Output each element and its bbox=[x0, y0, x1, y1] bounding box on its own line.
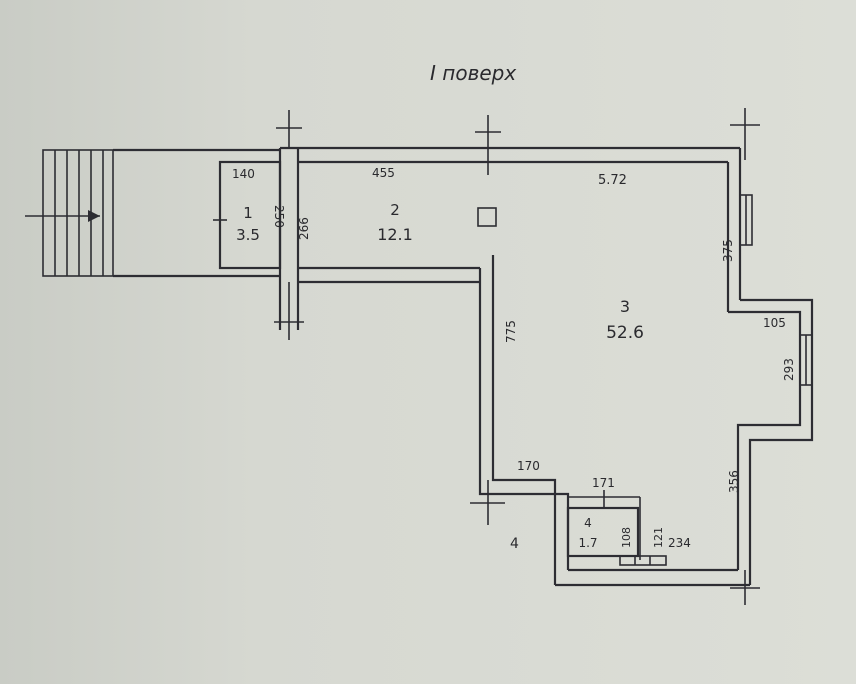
room-3-number: 3 bbox=[620, 297, 630, 316]
entrance-marker-label: 4 bbox=[510, 536, 519, 552]
column-square bbox=[477, 207, 497, 227]
dim-375: 375 bbox=[721, 239, 735, 262]
floor-title: I поверх bbox=[430, 61, 516, 85]
dim-121: 121 bbox=[652, 527, 665, 548]
dim-572: 5.72 bbox=[598, 173, 627, 188]
dim-775: 775 bbox=[504, 320, 518, 343]
room-1-number: 1 bbox=[243, 204, 253, 222]
dim-105: 105 bbox=[763, 316, 786, 330]
dim-170: 170 bbox=[517, 459, 540, 473]
room-3-area: 52.6 bbox=[606, 323, 644, 343]
dim-108: 108 bbox=[620, 527, 633, 548]
axis-marks bbox=[274, 108, 760, 605]
staircase bbox=[25, 149, 114, 277]
dim-171: 171 bbox=[592, 476, 615, 490]
room-1-area: 3.5 bbox=[236, 226, 260, 244]
room-2-number: 2 bbox=[390, 201, 400, 219]
room-2-area: 12.1 bbox=[377, 225, 413, 244]
entrance-corridor bbox=[113, 148, 280, 278]
room-4-box bbox=[566, 490, 641, 560]
room-4-area: 1.7 bbox=[578, 536, 597, 550]
dim-266: 266 bbox=[297, 217, 311, 240]
dim-234: 234 bbox=[668, 536, 691, 550]
room-4-number: 4 bbox=[584, 516, 592, 530]
stair-direction-arrow-icon bbox=[88, 210, 100, 222]
dim-250: 250 bbox=[272, 205, 286, 228]
windows bbox=[619, 194, 813, 566]
dim-293: 293 bbox=[782, 358, 796, 381]
dim-140: 140 bbox=[232, 167, 255, 181]
dim-455: 455 bbox=[372, 166, 395, 180]
dim-356: 356 bbox=[727, 470, 741, 493]
